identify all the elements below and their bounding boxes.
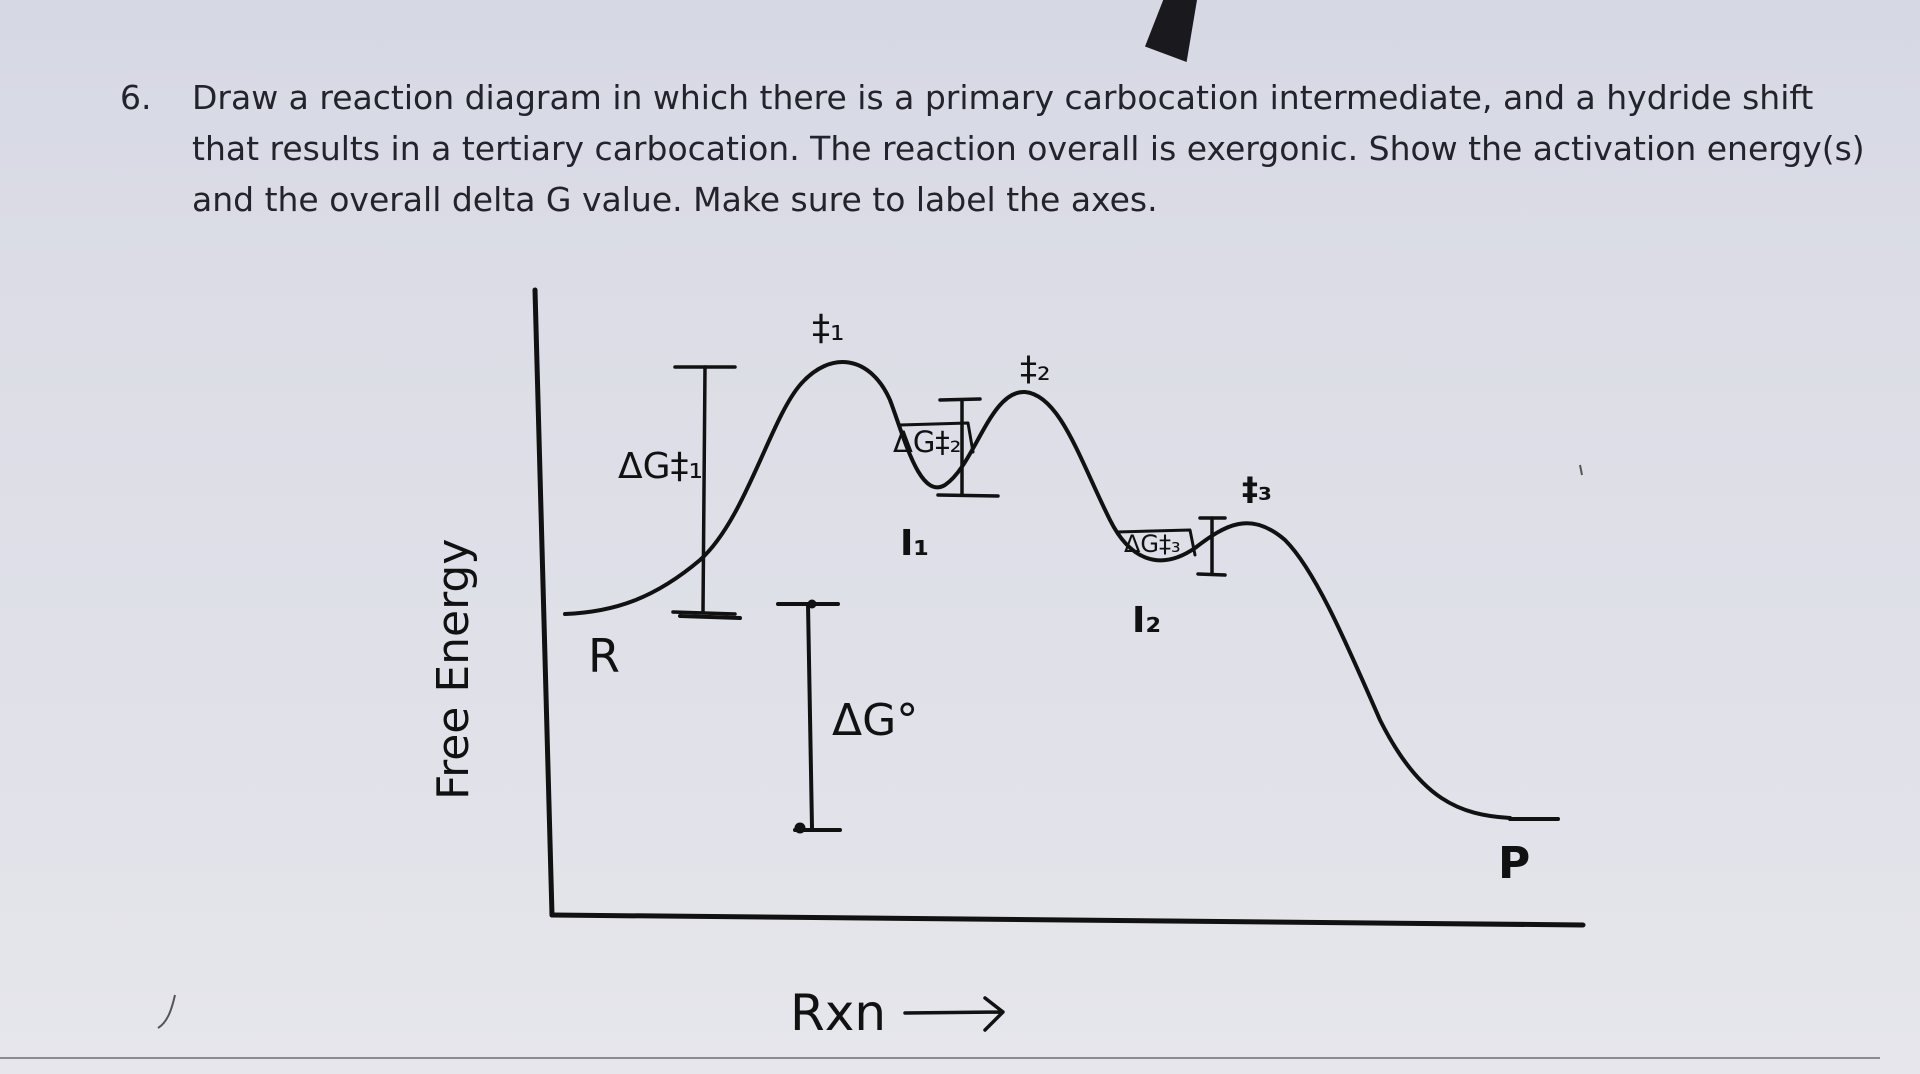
ts-label-2: ‡₂ [1020,349,1051,389]
bottom-rule [0,1057,1880,1059]
question-text: Draw a reaction diagram in which there i… [192,78,1865,219]
activation-bracket-1 [671,365,737,616]
activation-bracket-3 [1115,516,1227,577]
ts-label-3: ‡₃ [1242,470,1272,508]
y-axis [532,287,555,918]
reactant-baseline [678,614,742,620]
product-label: P [1498,838,1530,889]
x-axis [549,912,1586,928]
overall-dg-label: ΔG° [832,695,918,746]
activation-bracket-2 [898,397,1000,498]
energy-curve [563,360,1512,820]
activation-label-3: ΔG‡₃ [1124,530,1181,558]
x-axis-label: Rxn [790,984,886,1042]
activation-label-1: ΔG‡₁ [618,446,703,487]
intermediate-label-1: I₁ [900,523,929,564]
stray-mark-1 [157,994,176,1029]
reactant-label: R [588,629,620,683]
question-number: 6. [120,78,152,117]
overall-dg-bracket [776,599,842,834]
stray-mark-2 [1579,464,1583,476]
intermediate-label-2: I₂ [1132,600,1161,641]
ts-label-1: ‡₁ [812,308,844,349]
rxn-arrow [903,996,1005,1032]
y-axis-label: Free Energy [428,539,479,800]
activation-label-2: ΔG‡₂ [893,425,961,459]
